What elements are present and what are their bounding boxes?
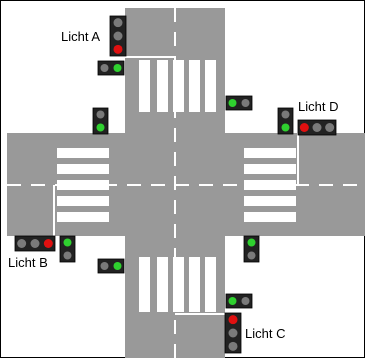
traffic-light-d-lamp-3-off	[325, 123, 335, 132]
crosswalk-stripe-south-3	[173, 257, 184, 312]
crosswalk-stripe-south-5	[205, 257, 216, 312]
traffic-light-ped-nw-lamp-1-off	[100, 64, 109, 72]
label-light-a: Licht A	[61, 29, 101, 44]
traffic-light-ped-sw-lamp-2-off	[63, 251, 72, 260]
traffic-light-ped-ne-lamp-2-off	[241, 99, 250, 107]
traffic-light-a-lamp-2-off	[113, 31, 123, 41]
traffic-light-ped-ne2-lamp-2-green	[281, 123, 290, 132]
crosswalk-stripe-west-4	[57, 196, 109, 206]
crosswalk-stripe-east-1	[244, 148, 296, 158]
traffic-light-d-lamp-2-off	[312, 123, 322, 132]
traffic-light-ped-sw-lamp-1-green	[63, 238, 72, 247]
traffic-light-ped-sw2-lamp-2-green	[113, 262, 122, 270]
traffic-light-ped-ne-lamp-1-green	[228, 99, 237, 107]
traffic-light-d-lamp-1-red	[299, 123, 309, 132]
crosswalk-stripe-north-3	[173, 60, 184, 112]
crosswalk-stripe-south-4	[189, 257, 200, 312]
traffic-light-ped-se2-lamp-2-off	[241, 297, 250, 305]
crosswalk-stripe-south-2	[157, 257, 168, 312]
traffic-light-ped-se2-lamp-1-green	[228, 297, 237, 305]
traffic-light-ped-sw2-lamp-1-off	[100, 262, 109, 270]
traffic-light-ped-se-lamp-1-green	[247, 238, 256, 247]
traffic-light-a-lamp-1-off	[113, 18, 123, 28]
crosswalk-stripe-north-5	[205, 60, 216, 112]
crosswalk-stripe-north-4	[189, 60, 200, 112]
traffic-light-b-lamp-3-red	[43, 239, 53, 248]
crosswalk-stripe-south-1	[139, 257, 150, 312]
traffic-light-ped-nw-lamp-2-green	[113, 64, 122, 72]
traffic-light-a-lamp-3-red	[113, 44, 123, 54]
crosswalk-stripe-west-1	[57, 148, 109, 158]
crosswalk-stripe-west-2	[57, 164, 109, 174]
traffic-light-b-lamp-1-off	[17, 239, 27, 248]
label-light-c: Licht C	[245, 326, 286, 341]
label-light-b: Licht B	[8, 255, 48, 270]
traffic-light-ped-se-lamp-2-off	[247, 251, 256, 260]
crosswalk-stripe-east-5	[244, 212, 296, 222]
traffic-light-ped-ne2-lamp-1-off	[281, 110, 290, 119]
crosswalk-stripe-east-4	[244, 196, 296, 206]
traffic-light-c-lamp-1-red	[228, 315, 238, 325]
crosswalk-stripe-west-5	[57, 212, 109, 222]
traffic-light-ped-nw2-lamp-2-green	[96, 123, 105, 132]
crosswalk-stripe-east-3	[244, 180, 296, 190]
traffic-light-c-lamp-2-off	[228, 328, 238, 338]
traffic-light-c-lamp-3-off	[228, 341, 238, 351]
traffic-light-b-lamp-2-off	[30, 239, 40, 248]
traffic-light-ped-nw2-lamp-1-off	[96, 110, 105, 119]
label-light-d: Licht D	[298, 99, 339, 114]
crosswalk-stripe-east-2	[244, 164, 296, 174]
crosswalk-stripe-north-2	[157, 60, 168, 112]
crosswalk-stripe-north-1	[139, 60, 150, 112]
